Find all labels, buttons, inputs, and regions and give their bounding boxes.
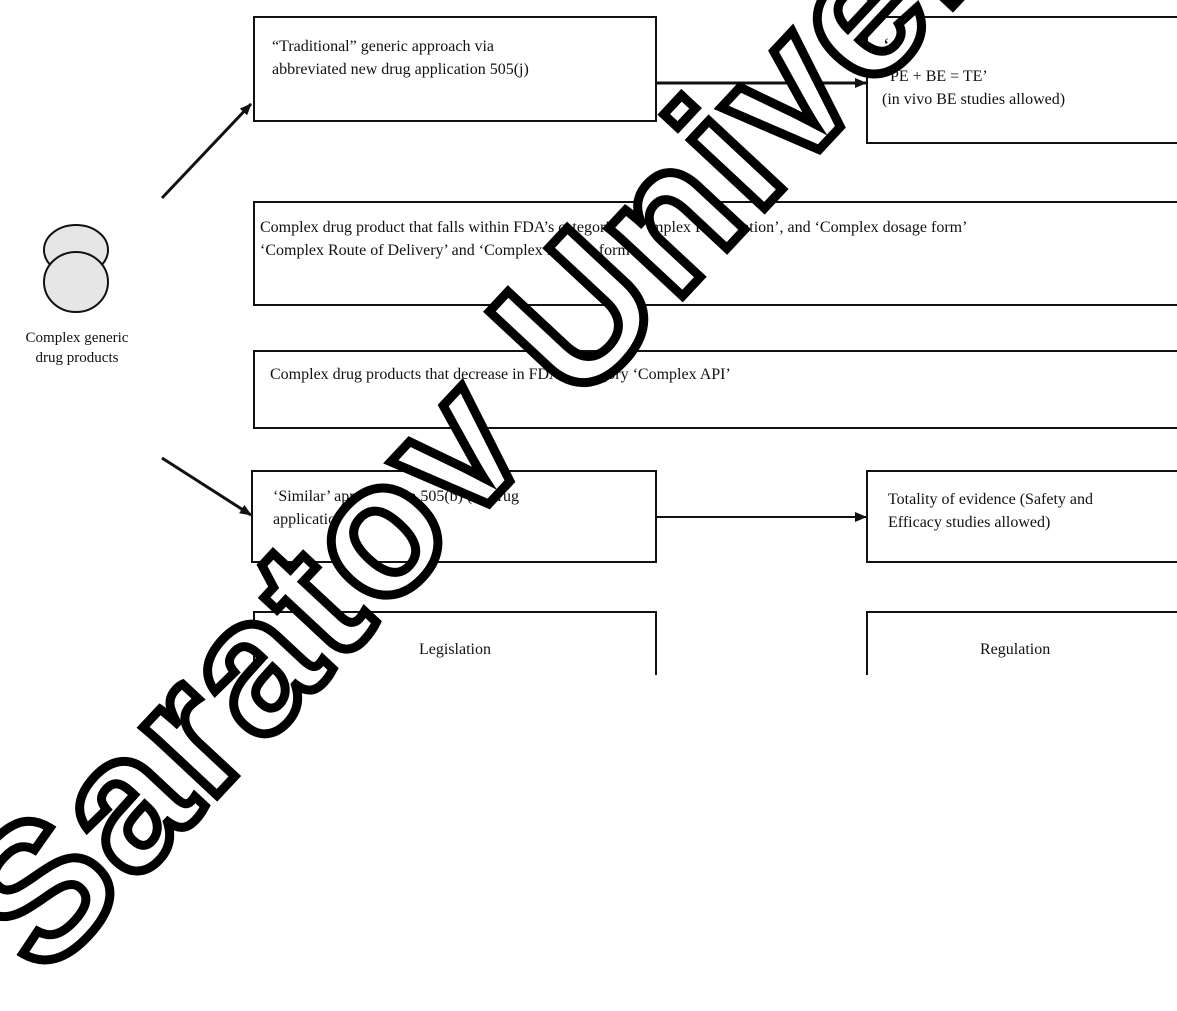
complex-api-line1: Complex drug products that decrease in F…	[270, 366, 731, 383]
traditional-approach-box: “Traditional” generic approach via abbre…	[253, 16, 657, 122]
complex-formulation-box: Complex drug product that falls within F…	[253, 201, 1177, 306]
complex-formulation-line2: ‘Complex Route of Delivery’ and ‘Complex…	[260, 242, 636, 259]
regulation-box: Regulation	[866, 611, 1177, 675]
drug-products-icon	[43, 224, 109, 313]
traditional-approach-line1: “Traditional” generic approach via	[272, 38, 494, 55]
pe-be-te-line2: (in vivo BE studies allowed)	[882, 91, 1066, 108]
pe-be-te-line1: PE + BE = TE’	[890, 68, 988, 85]
regulation-label: Regulation	[980, 641, 1051, 658]
complex-formulation-line1: Complex drug product that falls within F…	[260, 219, 968, 236]
similar-approach-box: ‘Similar’ approach via 505(b) (2) drug a…	[251, 470, 657, 563]
arrow-to-similar	[161, 456, 252, 517]
legislation-label: Legislation	[419, 641, 491, 658]
pe-be-te-box: ‘ PE + BE = TE’ (in vivo BE studies allo…	[866, 16, 1177, 144]
totality-of-evidence-box: Totality of evidence (Safety and Efficac…	[866, 470, 1177, 563]
source-label-line1: Complex generic	[25, 330, 129, 346]
arrow-to-traditional	[160, 102, 253, 200]
similar-approach-line2: application	[273, 511, 345, 528]
similar-approach-line1: ‘Similar’ approach via 505(b) (2) drug	[273, 488, 519, 505]
source-label: Complex generic drug products	[2, 328, 152, 368]
totality-line2: Efficacy studies allowed)	[888, 514, 1051, 531]
connector-layer	[43, 78, 867, 522]
pe-be-te-quote: ‘	[883, 35, 890, 57]
legislation-box: Legislation	[253, 611, 657, 675]
totality-line1: Totality of evidence (Safety and	[888, 491, 1094, 508]
source-label-line2: drug products	[35, 350, 119, 366]
traditional-approach-line2: abbreviated new drug application 505(j)	[272, 61, 529, 78]
complex-api-box: Complex drug products that decrease in F…	[253, 350, 1177, 429]
